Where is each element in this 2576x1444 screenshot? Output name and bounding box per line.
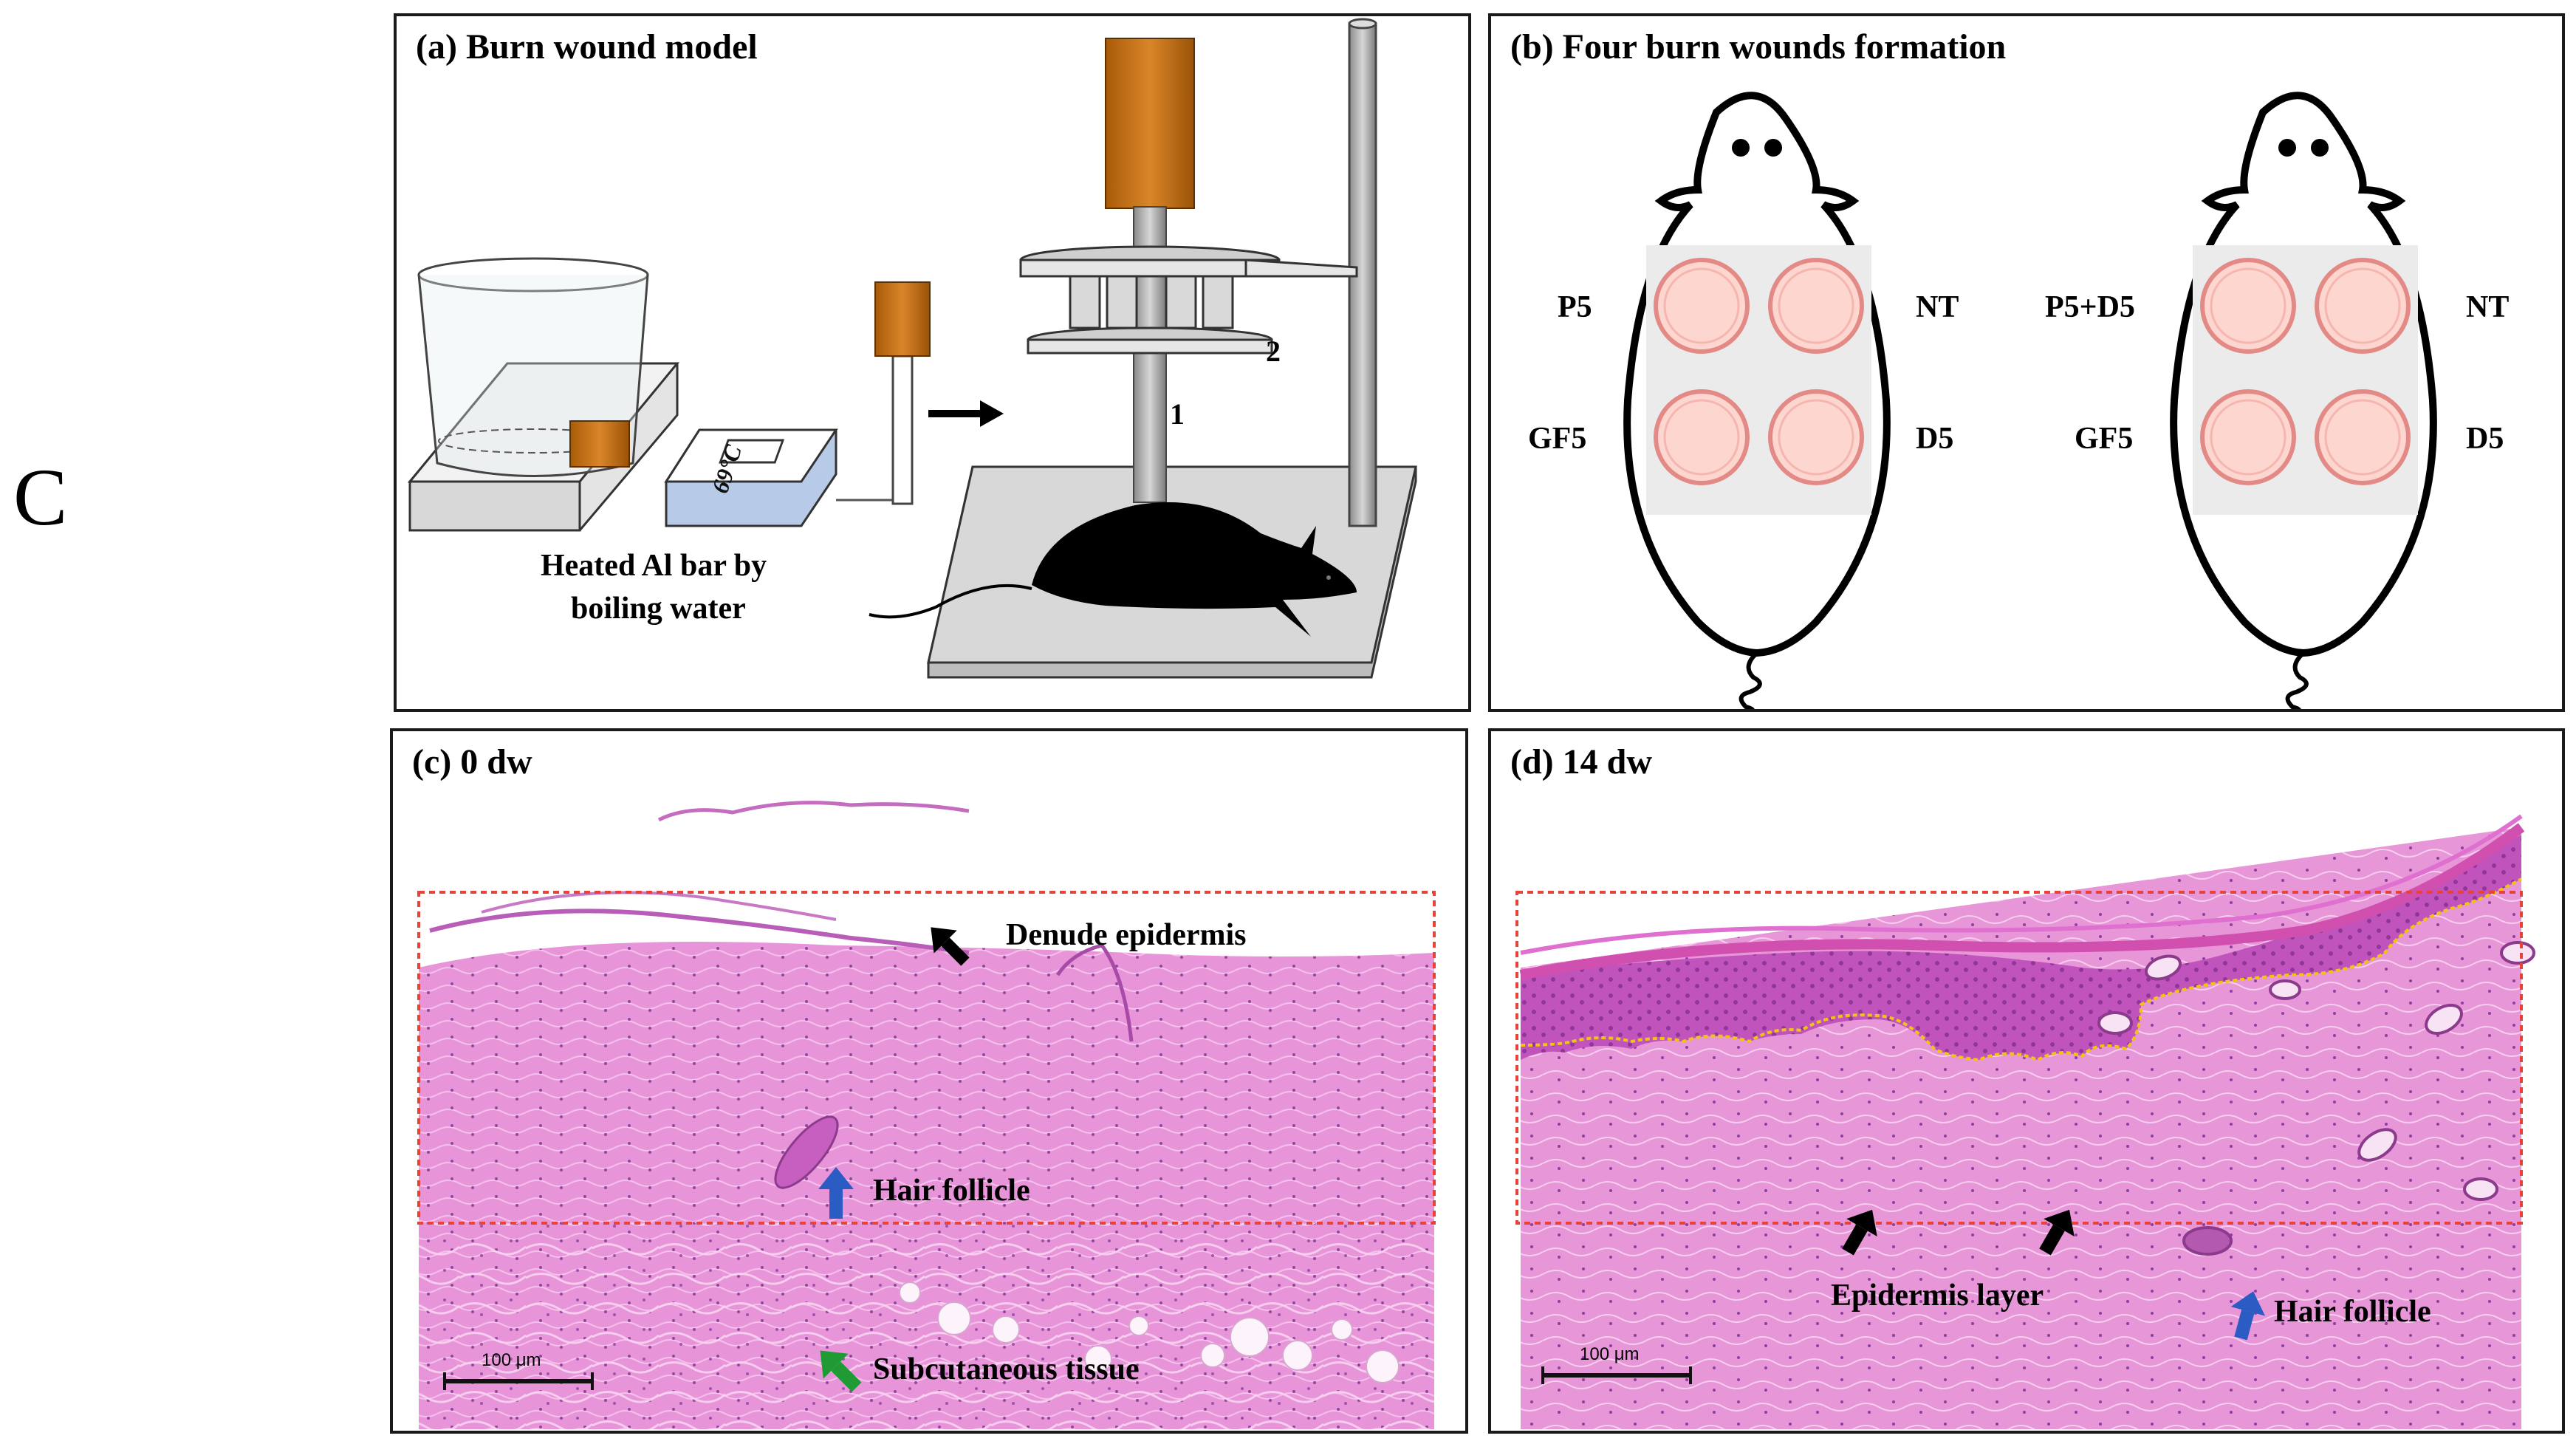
annotation-subcutaneous-tissue: Subcutaneous tissue (873, 1352, 1140, 1386)
label-left-br: D5 (1916, 422, 1954, 456)
wound-circles-right (2200, 258, 2411, 485)
blue-arrow-icon-14dw (2230, 1291, 2266, 1341)
panel-b-four-burn-wounds: (b) Four burn wounds formation P5 NT GF5… (1488, 13, 2565, 712)
right-arrow-icon (928, 400, 1004, 427)
green-arrow-icon (820, 1350, 862, 1392)
probe-stem (891, 355, 914, 505)
hair-follicles (2097, 941, 2535, 1256)
panel-a-title: (a) Burn wound model (416, 27, 758, 66)
probe-head (874, 281, 931, 357)
scale-bar-label-14dw: 100 μm (1580, 1344, 1640, 1364)
annotation-hair-follicle: Hair follicle (873, 1174, 1030, 1208)
hot-plate (407, 362, 680, 532)
label-right-tl: P5+D5 (2045, 290, 2135, 324)
panel-c-title: (c) 0 dw (412, 742, 532, 781)
blue-arrow-icon (818, 1167, 854, 1219)
weight-block (1105, 38, 1195, 209)
roi-box (417, 891, 1436, 1225)
label-left-tl: P5 (1558, 290, 1592, 324)
label-part-1: 1 (1170, 397, 1185, 431)
black-arrow-icon-2 (2039, 1209, 2075, 1256)
panel-d-histology-14dw: (d) 14 dw Epidermis layer Hair follicle … (1488, 728, 2565, 1434)
annotation-epidermis-layer: Epidermis layer (1831, 1279, 2044, 1313)
label-left-tr: NT (1916, 290, 1959, 324)
caption-line-2: boiling water (571, 592, 746, 626)
fat-vacuoles (899, 1282, 1400, 1383)
lower-plate (1027, 326, 1273, 355)
panel-c-histology-0dw: (c) 0 dw Denude epidermis Hair follicle … (390, 728, 1468, 1434)
epidermal-border (1520, 877, 2522, 1062)
mouse-wound-layout-diagram (1623, 92, 2437, 709)
label-part-2: 2 (1266, 335, 1281, 368)
burn-apparatus-diagram: 69°C (407, 18, 1417, 679)
label-right-br: D5 (2466, 422, 2504, 456)
histology-image-14dw (1515, 814, 2535, 1429)
figure-letter: C (13, 452, 68, 542)
label-right-bl: GF5 (2075, 422, 2134, 456)
histology-image-0dw (417, 801, 1436, 1429)
label-left-bl: GF5 (1528, 422, 1587, 456)
annotation-hair-follicle-14dw: Hair follicle (2274, 1295, 2431, 1329)
annotation-denude-epidermis: Denude epidermis (1006, 918, 1247, 952)
mouse-silhouette (869, 502, 1357, 637)
panel-d-title: (d) 14 dw (1510, 742, 1653, 781)
black-arrow-icon-1 (1842, 1209, 1877, 1256)
al-bar-in-water (569, 420, 630, 468)
temperature-controller (664, 428, 838, 527)
panel-b-title: (b) Four burn wounds formation (1510, 27, 2007, 66)
label-right-tr: NT (2466, 290, 2510, 324)
scale-bar-label: 100 μm (482, 1350, 541, 1370)
upper-plate (1019, 245, 1358, 278)
black-arrow-icon (931, 927, 970, 966)
roi-box-14dw (1515, 891, 2523, 1225)
panel-a-burn-wound-model: 69°C (394, 13, 1471, 712)
caption-line-1: Heated Al bar by (541, 549, 767, 583)
wound-circles-left (1654, 258, 1864, 485)
